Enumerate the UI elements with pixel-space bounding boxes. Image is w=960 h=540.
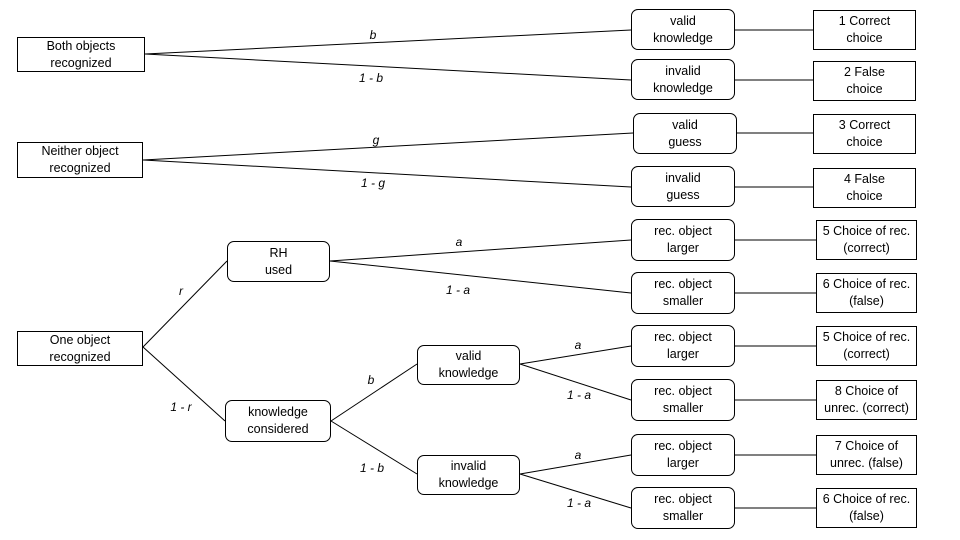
edge-invalid-smaller3 xyxy=(519,473,632,509)
outcome-2-false-choice: 2 False choice xyxy=(813,61,916,101)
node-rec-object-smaller-1: rec. object smaller xyxy=(631,272,735,314)
node-invalid-guess: invalid guess xyxy=(631,166,735,207)
node-knowledge-considered: knowledge considered xyxy=(225,400,331,442)
outcome-5-choice-of-rec-correct-b: 5 Choice of rec. (correct) xyxy=(816,326,917,366)
outcome-4-false-choice: 4 False choice xyxy=(813,168,916,208)
edge-one-kc xyxy=(142,346,226,422)
edge-kc-valid xyxy=(330,363,418,422)
edge-both-valid xyxy=(144,29,632,55)
node-neither-object-recognized: Neither object recognized xyxy=(17,142,143,178)
outcome-6-choice-of-rec-false-a: 6 Choice of rec. (false) xyxy=(816,273,917,313)
node-valid-guess: valid guess xyxy=(633,113,737,154)
edge-label-1-minus-r: 1 - r xyxy=(170,400,192,414)
edge-label-1-minus-a-valid: 1 - a xyxy=(566,388,592,402)
outcome-8-choice-of-unrec-correct: 8 Choice of unrec. (correct) xyxy=(816,380,917,420)
node-rec-object-larger-1: rec. object larger xyxy=(631,219,735,261)
node-valid-knowledge: valid knowledge xyxy=(631,9,735,50)
edge-label-a-invalid: a xyxy=(574,448,582,462)
node-rec-object-larger-2: rec. object larger xyxy=(631,325,735,367)
edge-label-b-both: b xyxy=(369,28,377,42)
node-rec-object-smaller-2: rec. object smaller xyxy=(631,379,735,421)
outcome-1-correct-choice: 1 Correct choice xyxy=(813,10,916,50)
edge-rh-smaller xyxy=(329,260,632,294)
edge-label-1-minus-b-both: 1 - b xyxy=(358,71,384,85)
edge-label-1-minus-a-rh: 1 - a xyxy=(445,283,471,297)
outcome-6-choice-of-rec-false-b: 6 Choice of rec. (false) xyxy=(816,488,917,528)
node-rec-object-larger-3: rec. object larger xyxy=(631,434,735,476)
outcome-7-choice-of-unrec-false: 7 Choice of unrec. (false) xyxy=(816,435,917,475)
edge-label-1-minus-a-invalid: 1 - a xyxy=(566,496,592,510)
edge-kc-invalid xyxy=(330,420,418,475)
edge-one-rh xyxy=(142,260,228,348)
outcome-5-choice-of-rec-correct-a: 5 Choice of rec. (correct) xyxy=(816,220,917,260)
edge-label-r: r xyxy=(179,284,183,298)
edge-both-invalid xyxy=(144,53,632,81)
edge-label-1-minus-b-kc: 1 - b xyxy=(359,461,385,475)
node-valid-knowledge-mid: valid knowledge xyxy=(417,345,520,385)
edge-label-a-rh: a xyxy=(455,235,463,249)
node-one-object-recognized: One object recognized xyxy=(17,331,143,366)
node-rh-used: RH used xyxy=(227,241,330,282)
node-rec-object-smaller-3: rec. object smaller xyxy=(631,487,735,529)
edge-valid-smaller2 xyxy=(519,363,632,401)
node-invalid-knowledge: invalid knowledge xyxy=(631,59,735,100)
edge-label-a-valid: a xyxy=(574,338,582,352)
edge-neither-invalid xyxy=(142,159,632,188)
edge-label-g: g xyxy=(372,133,380,147)
edge-label-1-minus-g: 1 - g xyxy=(360,176,386,190)
node-invalid-knowledge-mid: invalid knowledge xyxy=(417,455,520,495)
edge-invalid-larger3 xyxy=(519,454,632,475)
edge-rh-larger xyxy=(329,239,632,262)
edge-valid-larger2 xyxy=(519,345,632,365)
edge-label-b-kc: b xyxy=(367,373,375,387)
edge-neither-valid xyxy=(142,132,634,161)
node-both-objects-recognized: Both objects recognized xyxy=(17,37,145,72)
outcome-3-correct-choice: 3 Correct choice xyxy=(813,114,916,154)
